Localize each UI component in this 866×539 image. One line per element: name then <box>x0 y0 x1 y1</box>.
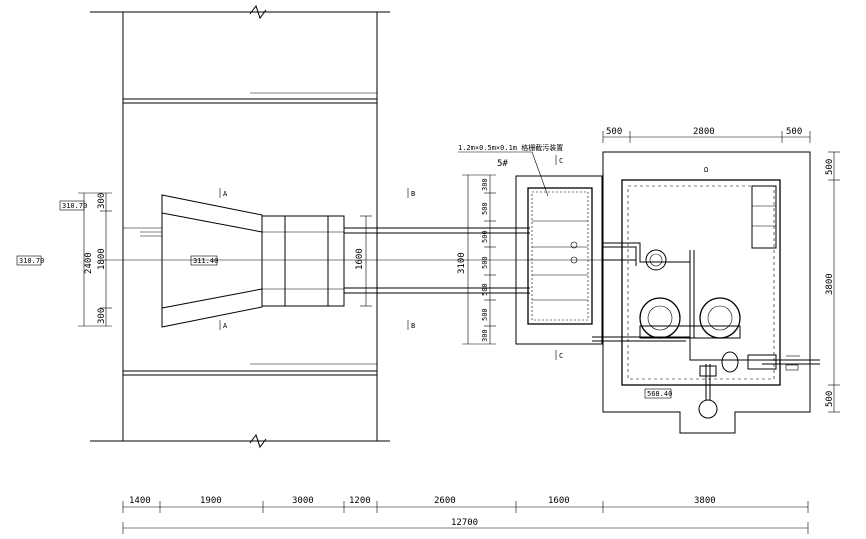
bottom-dim-4: 1200 <box>349 496 371 506</box>
level-left-upper: 310.70 <box>62 202 87 210</box>
channel-dim-total: 3100 <box>457 252 467 274</box>
inlet-transition <box>123 194 345 328</box>
right-dimensions: 500 3800 500 <box>825 151 840 413</box>
top-dim-3: 500 <box>786 127 802 137</box>
bottom-dim-1: 1400 <box>129 496 151 506</box>
section-b-top: B <box>411 190 415 198</box>
channel-dim-seg-1: 300 <box>481 178 489 191</box>
section-marks: A A B B C C <box>219 155 563 360</box>
channel-dim-seg-4: 500 <box>481 256 489 269</box>
right-dim-3: 500 <box>825 391 835 407</box>
bottom-dim-total: 12700 <box>451 518 478 528</box>
bottom-dim-6: 1600 <box>548 496 570 506</box>
left-dim-bottom: 300 <box>97 308 107 324</box>
bottom-dim-5: 2600 <box>434 496 456 506</box>
section-c-bottom: C <box>559 352 563 360</box>
top-dim-2: 2800 <box>693 127 715 137</box>
channel-dim-seg-2: 500 <box>481 202 489 215</box>
right-dim-1: 500 <box>825 159 835 175</box>
bottom-dim-7: 3800 <box>694 496 716 506</box>
left-dim-middle: 1800 <box>97 248 107 270</box>
level-marks: 310.70 310.70 311.40 568.40 <box>16 200 672 399</box>
section-a-top: A <box>223 190 228 198</box>
section-b-bottom: B <box>411 322 415 330</box>
outlet-dimension: 1600 <box>355 215 372 307</box>
tank-note-spec: 1.2m×0.5m×0.1m 格栅截污装置 <box>458 143 563 152</box>
culvert-walls <box>90 4 390 449</box>
top-dimensions: 500 2800 500 <box>602 127 811 143</box>
pipe-runs <box>100 227 620 294</box>
level-inlet-center: 311.40 <box>193 257 218 265</box>
channel-dimensions: 3100 300 500 500 500 500 500 300 <box>457 174 496 345</box>
section-a-bottom: A <box>223 322 228 330</box>
right-dim-2: 3800 <box>825 273 835 295</box>
tank-note-count: 5# <box>497 159 508 169</box>
left-dim-total: 2400 <box>84 252 94 274</box>
section-c-top: C <box>559 157 563 165</box>
bottom-dim-2: 1900 <box>200 496 222 506</box>
level-pump-house: 568.40 <box>647 390 672 398</box>
channel-dim-seg-7: 300 <box>481 329 489 342</box>
grate-tank: 1.2m×0.5m×0.1m 格栅截污装置 5# <box>458 143 603 345</box>
left-dimensions: 2400 300 1800 300 <box>78 192 112 327</box>
level-left-outer: 310.70 <box>19 257 44 265</box>
channel-dim-seg-5: 500 <box>481 283 489 296</box>
channel-dim-seg-6: 500 <box>481 308 489 321</box>
channel-dim-seg-3: 500 <box>481 230 489 243</box>
bottom-dim-3: 3000 <box>292 496 314 506</box>
top-dim-1: 500 <box>606 127 622 137</box>
left-dim-top: 300 <box>97 193 107 209</box>
outlet-dim-label: 1600 <box>355 248 365 270</box>
house-label: Ω <box>704 166 708 174</box>
bottom-dimensions: 1400 1900 3000 1200 2600 1600 3800 12700 <box>122 496 809 534</box>
pump-house: Ω <box>592 151 820 434</box>
